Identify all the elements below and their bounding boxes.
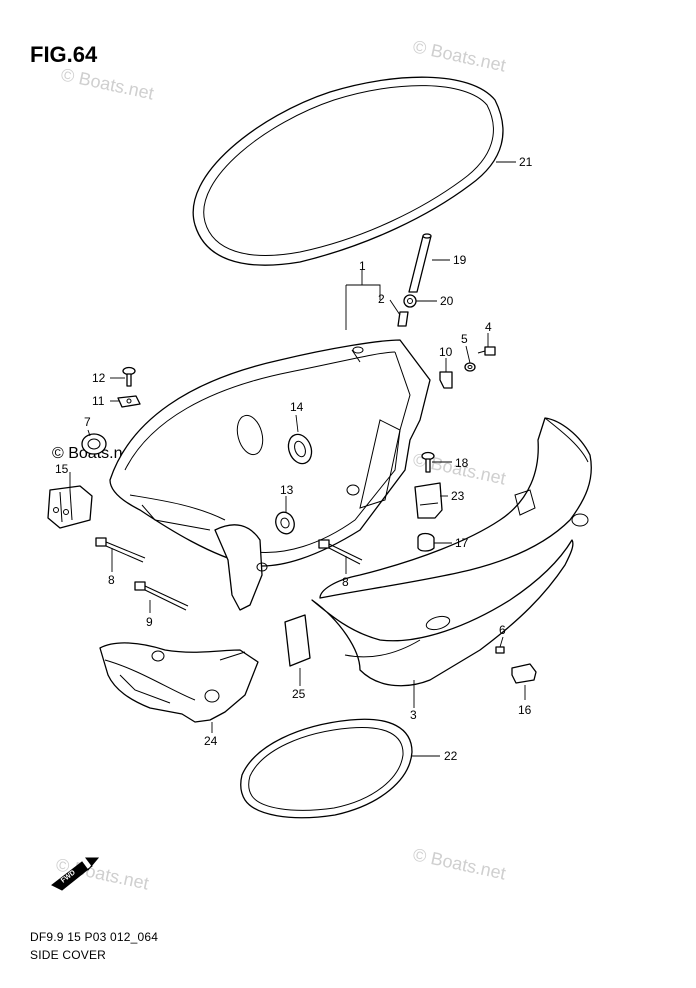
- callout-24: 24: [204, 734, 218, 748]
- callout-6: 6: [499, 623, 506, 637]
- watermark-top-left: © Boats.net: [59, 64, 155, 103]
- part-20-grommet: [403, 294, 417, 308]
- part-23-bracket: [414, 482, 443, 519]
- callout-19: 19: [453, 253, 467, 267]
- callout-7: 7: [84, 415, 91, 429]
- watermark-bottom-right: © Boats.net: [411, 844, 507, 883]
- part-1-left-side-cover: [109, 339, 431, 611]
- callout-20: 20: [440, 294, 454, 308]
- part-7-grommet: [81, 433, 107, 455]
- callout-17: 17: [455, 536, 469, 550]
- callout-8-left: 8: [108, 573, 115, 587]
- callout-22: 22: [444, 749, 458, 763]
- part-8-bolt-left: [95, 537, 146, 563]
- callout-11: 11: [92, 394, 105, 408]
- part-6-screw: [495, 646, 505, 654]
- part-24-lower-front-cover: [99, 642, 259, 723]
- callout-5: 5: [461, 332, 468, 346]
- part-5-washer: [464, 362, 476, 372]
- figure-title: FIG.64: [30, 42, 98, 67]
- part-18-screw: [421, 451, 435, 473]
- part-9-long-bolt: [134, 581, 189, 611]
- callout-labels: 21 19 1 2 20 4 5 10 12 11 7 14 18 15 13 …: [55, 155, 533, 763]
- callout-13: 13: [280, 483, 294, 497]
- diagram-title: SIDE COVER: [30, 948, 107, 962]
- part-2-pin: [397, 311, 409, 327]
- part-15-rubber-block: [47, 485, 93, 529]
- callout-1: 1: [359, 259, 366, 273]
- part-13-grommet: [275, 511, 295, 535]
- part-3-right-side-cover: [311, 417, 592, 687]
- part-19-tube: [408, 233, 432, 293]
- callout-4: 4: [485, 320, 492, 334]
- callout-16: 16: [518, 703, 532, 717]
- callout-8-right: 8: [342, 575, 349, 589]
- part-11-clip-nut: [117, 395, 141, 408]
- part-21-top-seal: [192, 76, 504, 266]
- callout-2: 2: [378, 292, 385, 306]
- part-4-screw: [477, 346, 496, 356]
- diagram-code: DF9.9 15 P03 012_064: [30, 930, 159, 944]
- part-16-clip: [511, 663, 537, 684]
- callout-23: 23: [451, 489, 465, 503]
- part-17-grommet: [417, 532, 435, 552]
- part-25-pad: [284, 614, 311, 667]
- part-8-bolt-right: [318, 539, 363, 565]
- leader-lines: [69, 161, 526, 757]
- part-12-screw: [122, 366, 136, 387]
- callout-10: 10: [439, 345, 453, 359]
- callout-3: 3: [410, 708, 417, 722]
- callout-9: 9: [146, 615, 153, 629]
- part-10-clip: [439, 371, 453, 389]
- part-14-grommet: [287, 433, 313, 465]
- callout-18: 18: [455, 456, 469, 470]
- callout-21: 21: [519, 155, 533, 169]
- watermark-top-right: © Boats.net: [411, 36, 507, 75]
- callout-15: 15: [55, 462, 69, 476]
- callout-14: 14: [290, 400, 304, 414]
- callout-25: 25: [292, 687, 306, 701]
- callout-12: 12: [92, 371, 106, 385]
- part-22-bottom-seal: [240, 718, 413, 819]
